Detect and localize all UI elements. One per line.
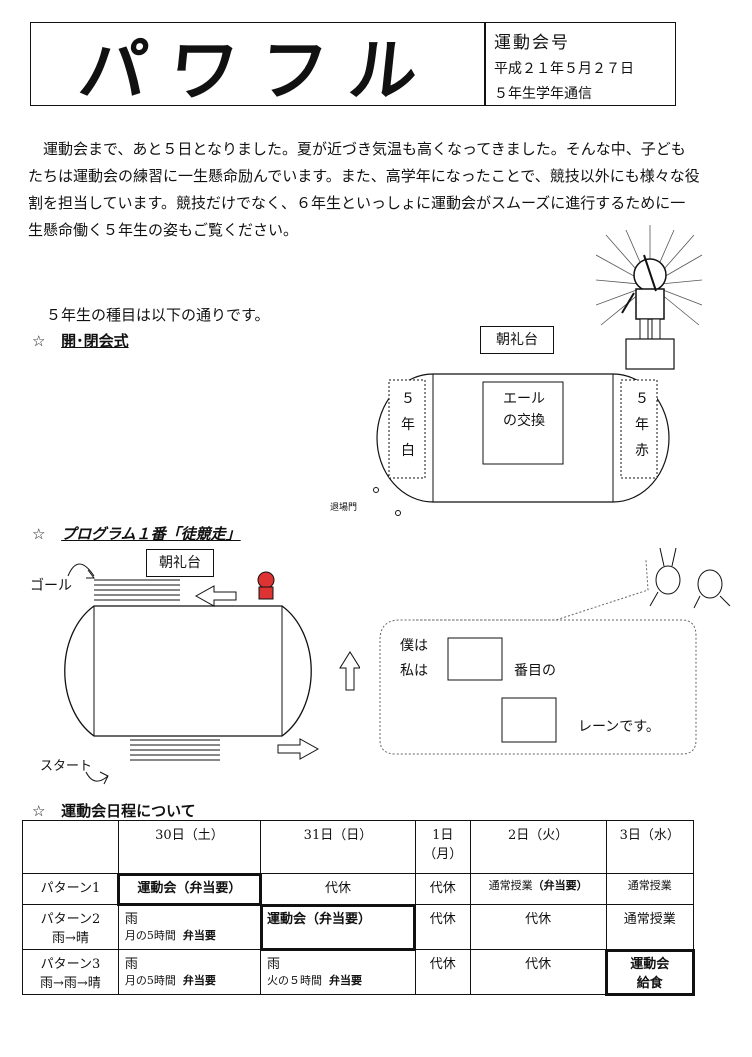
header-cell: 1日 （月） [414, 820, 471, 874]
events-intro: ５年生の種目は以下の通りです。 [46, 306, 270, 324]
header-cell: 30日（土） [117, 820, 262, 874]
schedule-table: 30日（土） 31日（日） 1日 （月） 2日（火） 3日（水） パターン1 運… [22, 820, 695, 996]
runner-icon [255, 596, 257, 603]
table-header-row: 30日（土） 31日（日） 1日 （月） 2日（火） 3日（水） [22, 820, 695, 874]
speech-bubble [379, 560, 697, 755]
bubble-lane-label: レーンです。 [578, 719, 660, 735]
section-race-heading: ☆ プログラム１番「徒競走」 [32, 523, 241, 544]
exit-gate-marker [373, 487, 401, 516]
stand-label-1: 朝礼台 [480, 326, 554, 354]
publisher: ５年生学年通信 [494, 86, 592, 102]
section-title: 運動会日程について [61, 802, 196, 820]
stand-label-2: 朝礼台 [146, 549, 214, 577]
header-divider [484, 22, 486, 106]
field-diagram-ceremony [376, 373, 670, 503]
header-cell: 2日（火） [469, 820, 607, 874]
issue-name: 運動会号 [494, 33, 570, 53]
bubble-boy-label: 僕は [400, 638, 428, 654]
section-title: プログラム１番「徒競走」 [61, 525, 241, 543]
yell-exchange-label: エール の交換 [503, 391, 545, 429]
header-box [30, 22, 676, 106]
running-animals-illustration [649, 547, 731, 609]
section-schedule-heading: ☆ 運動会日程について [32, 800, 196, 821]
newsletter-title: パワフル [75, 32, 444, 111]
section-title: 開･閉会式 [61, 332, 129, 350]
table-row: パターン1 運動会（弁当要） 代休 代休 通常授業（弁当要） 通常授業 [22, 872, 695, 906]
bubble-order-label: 番目の [514, 663, 556, 679]
star-icon: ☆ [32, 332, 46, 350]
star-icon: ☆ [32, 802, 46, 820]
goal-label: ゴール [30, 578, 72, 594]
star-icon: ☆ [32, 525, 46, 543]
start-label: スタート [40, 759, 93, 774]
header-cell: 31日（日） [260, 820, 416, 874]
header-cell: 3日（水） [605, 820, 695, 874]
race-track-diagram [64, 563, 360, 785]
issue-date: 平成２１年５月２７日 [494, 61, 634, 77]
exit-gate-label: 退場門 [330, 503, 358, 513]
cheering-student-illustration [596, 225, 703, 370]
intro-paragraph: 運動会まで、あと５日となりました。夏が近づき気温も高くなってきました。そんな中、… [28, 140, 700, 239]
section-opening-ceremony-heading: ☆ 開･閉会式 [32, 330, 129, 351]
bubble-girl-label: 私は [400, 663, 428, 679]
